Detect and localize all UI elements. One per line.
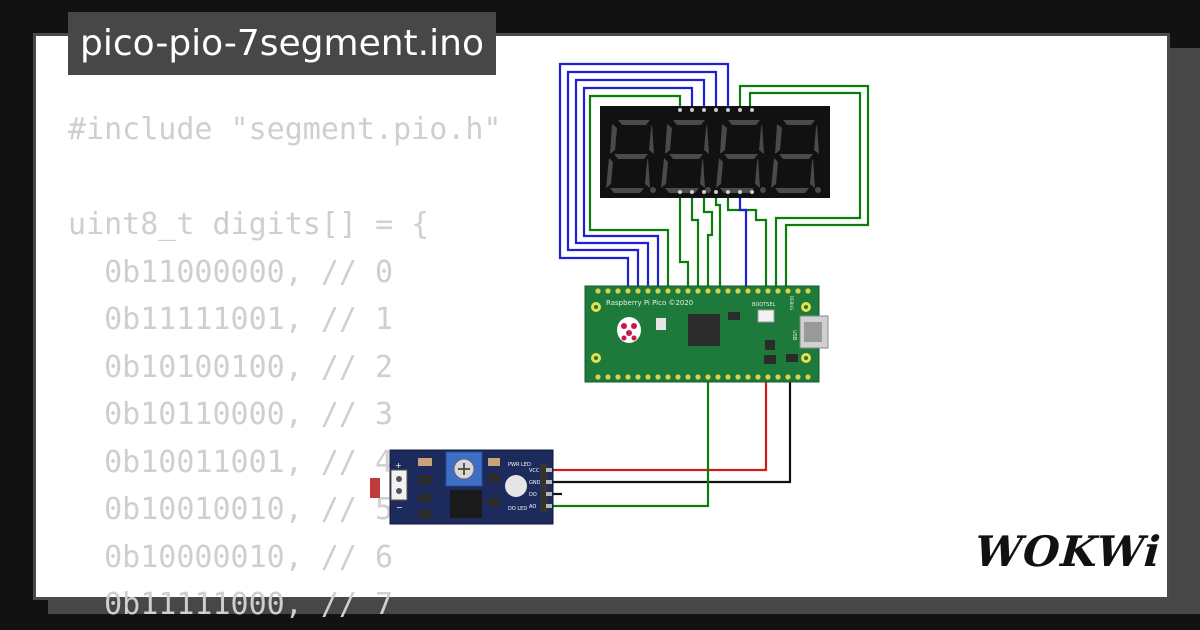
- wire: [550, 378, 710, 508]
- pico-component: [656, 318, 666, 330]
- segment-digits: [606, 120, 821, 193]
- wire: [714, 192, 722, 290]
- wire: [748, 91, 862, 290]
- pico-silkscreen-label: Raspberry Pi Pico ©2020: [606, 299, 693, 307]
- pin-label-ao: AO: [529, 504, 536, 510]
- wire: [566, 70, 718, 290]
- project-title: pico-pio-7segment.ino: [68, 12, 496, 75]
- code-line: 0b10010010, // 5: [68, 492, 394, 527]
- pin-label-gnd: GND: [529, 480, 541, 486]
- wire: [574, 78, 706, 290]
- sensor-pins: [546, 468, 552, 508]
- wire: [738, 192, 748, 290]
- mounting-holes: [591, 302, 811, 363]
- light-sensor-module: + − PWR LED DO LED VCC GND DO AO: [370, 449, 554, 525]
- code-line: 0b10110000, // 3: [68, 397, 394, 432]
- raspberry-logo-icon: [617, 317, 641, 343]
- wire: [738, 84, 870, 290]
- sensor-header: [390, 469, 408, 501]
- wire: [678, 192, 690, 290]
- display-pins: [678, 108, 754, 194]
- seven-segment-display: [600, 106, 830, 198]
- pico-component: [765, 340, 775, 350]
- rp2040-chip: [688, 314, 720, 346]
- pwr-led-label: PWR LED: [508, 462, 531, 468]
- photoresistor: [370, 478, 380, 498]
- raspberry-pi-pico: Raspberry Pi Pico ©2020 BOOTSEL USB DEBU…: [584, 285, 829, 383]
- minus-icon: −: [396, 503, 403, 512]
- sensor-pin-header: [540, 464, 548, 512]
- pin-label-do: DO: [529, 492, 537, 498]
- code-line: #include "segment.pio.h": [68, 112, 502, 147]
- usb-label: USB: [791, 330, 797, 341]
- wire: [550, 378, 768, 472]
- sensor-wires: [550, 378, 792, 508]
- pico-component: [764, 355, 776, 364]
- bootsel-label: BOOTSEL: [752, 302, 776, 308]
- code-line: 0b11000000, // 0: [68, 254, 394, 290]
- sensor-led: [505, 475, 527, 497]
- wire: [588, 94, 682, 290]
- bootsel-button: [757, 309, 775, 323]
- wire: [582, 86, 694, 290]
- wokwi-logo: WOKWi: [973, 527, 1163, 576]
- code-line: 0b10000010, // 6: [68, 539, 394, 575]
- display-top-wires: [558, 62, 870, 290]
- wire: [690, 192, 700, 290]
- wire: [550, 378, 792, 484]
- pico-component: [786, 354, 798, 362]
- code-line: 0b11111001, // 1: [68, 302, 394, 337]
- code-line: uint8_t digits[] = {: [68, 207, 430, 242]
- code-preview: #include "segment.pio.h" uint8_t digits[…: [68, 106, 501, 629]
- do-led-label: DO LED: [508, 506, 527, 512]
- usb-port-socket: [804, 322, 822, 342]
- plus-icon: +: [395, 461, 402, 470]
- comparator-chip: [450, 490, 482, 518]
- wire: [702, 192, 714, 290]
- display-bottom-wires: [678, 192, 768, 290]
- code-line: 0b11111000, // 7: [68, 587, 394, 622]
- wire: [726, 192, 768, 290]
- debug-label: DEBUG: [789, 296, 794, 310]
- pico-component: [728, 312, 740, 320]
- wire: [558, 62, 730, 290]
- code-line: 0b10011001, // 4: [68, 444, 394, 480]
- pin-label-vcc: VCC: [529, 468, 540, 474]
- pico-header-pins: [595, 288, 811, 380]
- code-line: 0b10100100, // 2: [68, 349, 394, 385]
